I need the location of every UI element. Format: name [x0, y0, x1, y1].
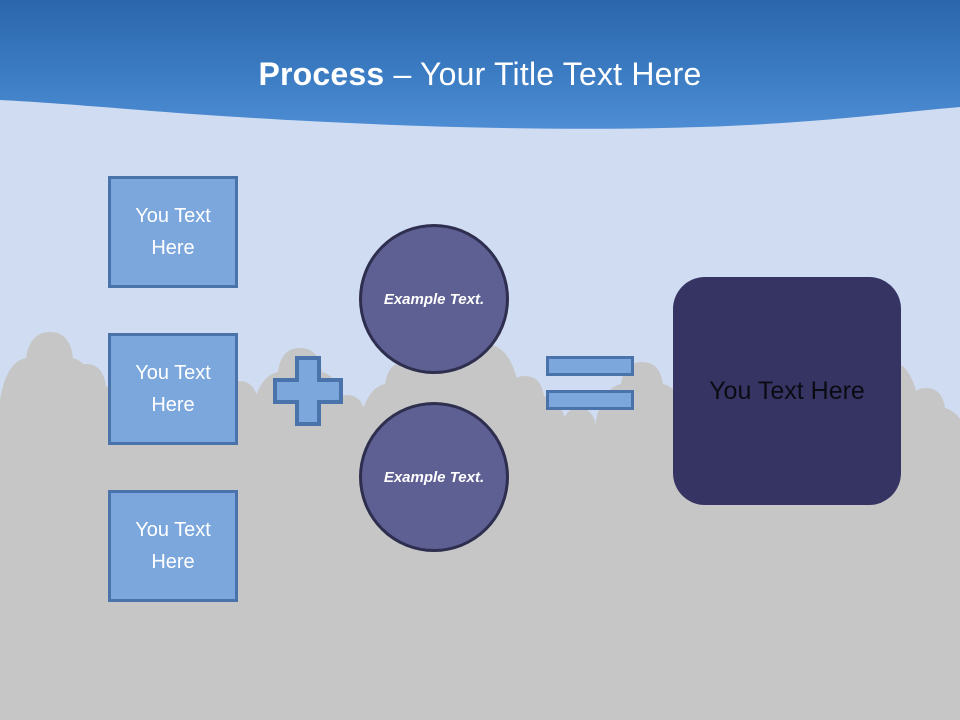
example-circle-1[interactable]: Example Text. — [359, 224, 509, 374]
result-box-label: You Text Here — [709, 377, 865, 405]
input-box-1-label: You Text Here — [135, 205, 211, 259]
header-wave-shape — [0, 0, 960, 129]
example-circle-2[interactable]: Example Text. — [359, 402, 509, 552]
equals-bar-bottom — [546, 390, 634, 410]
input-box-3-label: You Text Here — [135, 519, 211, 573]
example-circle-2-label: Example Text. — [383, 468, 485, 486]
input-box-3[interactable]: You Text Here — [108, 490, 238, 602]
page-title-bold: Process — [258, 56, 385, 92]
input-box-2-label: You Text Here — [135, 362, 211, 416]
input-box-2[interactable]: You Text Here — [108, 333, 238, 445]
plus-icon — [273, 356, 343, 426]
header-banner — [0, 0, 960, 129]
example-circle-1-label: Example Text. — [383, 290, 485, 308]
equals-icon — [546, 356, 634, 410]
page-title: Process – Your Title Text Here — [0, 52, 960, 96]
page-title-rest: – Your Title Text Here — [384, 56, 702, 92]
result-box[interactable]: You Text Here — [673, 277, 901, 505]
input-box-1[interactable]: You Text Here — [108, 176, 238, 288]
equals-bar-top — [546, 356, 634, 376]
